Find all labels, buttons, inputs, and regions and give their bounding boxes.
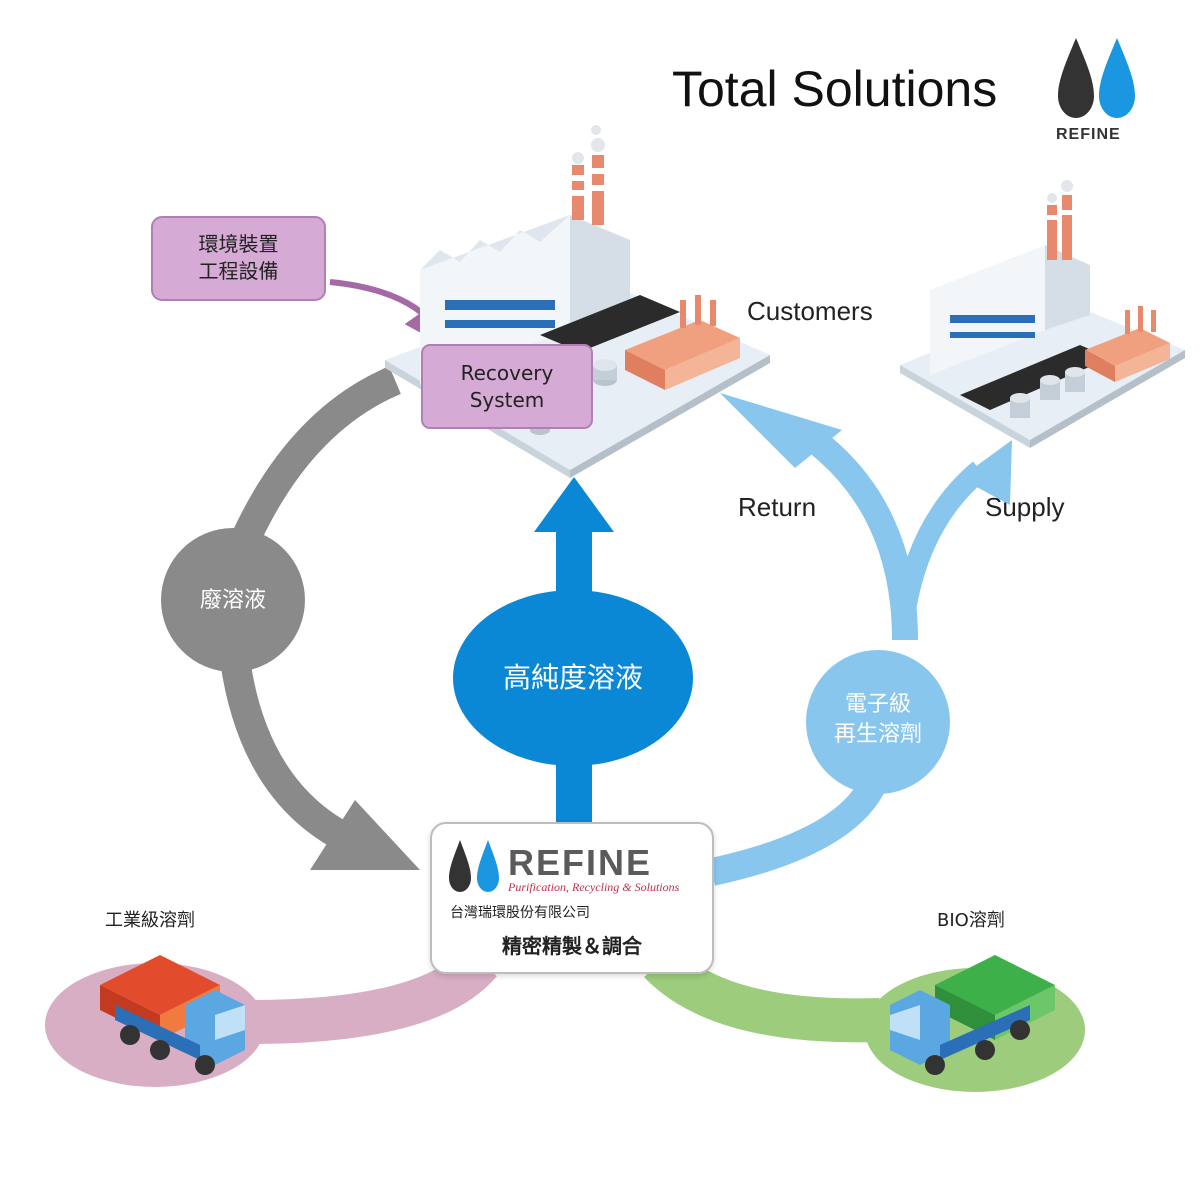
service-label: 精密精製＆調合 xyxy=(502,934,642,958)
return-flow xyxy=(792,419,918,641)
customers-factory-illustration xyxy=(900,180,1185,448)
high-purity-ellipse xyxy=(453,590,693,766)
electronic-grade-line1: 電子級 xyxy=(844,692,911,717)
waste-liquid-label: 廢溶液 xyxy=(199,588,266,613)
center-logo-drops xyxy=(449,840,499,892)
electronic-grade-circle xyxy=(806,650,950,794)
industrial-solvent-label: 工業級溶劑 xyxy=(105,910,195,931)
refine-logo-drops xyxy=(1058,38,1135,118)
blue-drop-icon xyxy=(1099,38,1135,118)
waste-flow-arc-lower xyxy=(220,657,367,859)
dark-drop-icon xyxy=(1058,38,1094,118)
bio-solvent-label: BIO溶劑 xyxy=(937,910,1005,931)
bio-truck-illustration xyxy=(890,955,1055,1075)
return-arrowhead xyxy=(720,393,842,468)
center-dark-drop-icon xyxy=(449,840,471,892)
header-brand-name: REFINE xyxy=(1056,126,1121,143)
recovery-system-line1: Recovery xyxy=(460,361,554,385)
industrial-flow xyxy=(249,947,497,1044)
env-equipment-box xyxy=(151,216,326,301)
high-purity-arrowhead xyxy=(534,477,614,532)
supply-arrowhead xyxy=(960,440,1012,505)
recovery-system-box xyxy=(421,344,593,429)
supply-flow xyxy=(894,461,988,612)
industrial-truck-illustration xyxy=(100,955,245,1075)
supply-label: Supply xyxy=(985,492,1065,522)
high-purity-label: 高純度溶液 xyxy=(502,661,643,694)
electronic-grade-label: 電子級 再生溶劑 xyxy=(806,690,950,750)
center-blue-drop-icon xyxy=(477,840,499,892)
bio-flow xyxy=(644,946,881,1043)
recovery-system-line2: System xyxy=(469,388,545,412)
waste-liquid-circle xyxy=(161,528,305,672)
company-name: 台灣瑞環股份有限公司 xyxy=(450,905,590,921)
electronic-grade-line2: 再生溶劑 xyxy=(833,722,922,747)
customers-label: Customers xyxy=(747,296,873,326)
center-tagline: Purification, Recycling & Solutions xyxy=(508,880,680,894)
env-equipment-line2: 工程設備 xyxy=(198,259,279,283)
page-title: Total Solutions xyxy=(672,61,998,117)
return-label: Return xyxy=(738,492,817,522)
env-equipment-label: 環境裝置 工程設備 xyxy=(152,231,325,285)
env-equipment-line1: 環境裝置 xyxy=(198,232,279,256)
waste-flow-arrowhead xyxy=(310,800,420,870)
center-brand-name: REFINE xyxy=(508,842,653,883)
refine-company-box: REFINE Purification, Recycling & Solutio… xyxy=(430,822,714,974)
waste-flow-arc-upper xyxy=(231,366,402,547)
recovery-system-label: Recovery System xyxy=(422,360,592,414)
